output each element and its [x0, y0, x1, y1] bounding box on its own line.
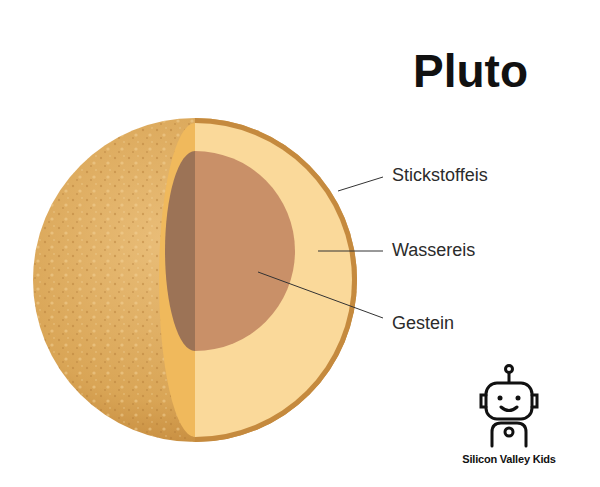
rock-core-shaded-face [165, 151, 195, 351]
leader-line [338, 177, 383, 191]
part-label: Wassereis [392, 240, 475, 262]
diagram-title: Pluto [413, 48, 528, 94]
leader-line [258, 272, 383, 318]
part-label: Stickstoffeis [392, 165, 488, 187]
part-label: Gestein [392, 313, 454, 335]
watermark: Silicon Valley Kids [462, 453, 555, 466]
surface-texture [33, 118, 357, 442]
leader-line [318, 251, 383, 252]
water-ice-layer [195, 123, 352, 437]
pluto-surface [33, 118, 357, 442]
rock-core [195, 151, 295, 351]
water-ice-shaded-face [159, 123, 195, 437]
robot-logo [481, 366, 537, 447]
nitrogen-ice-crust [195, 118, 357, 442]
